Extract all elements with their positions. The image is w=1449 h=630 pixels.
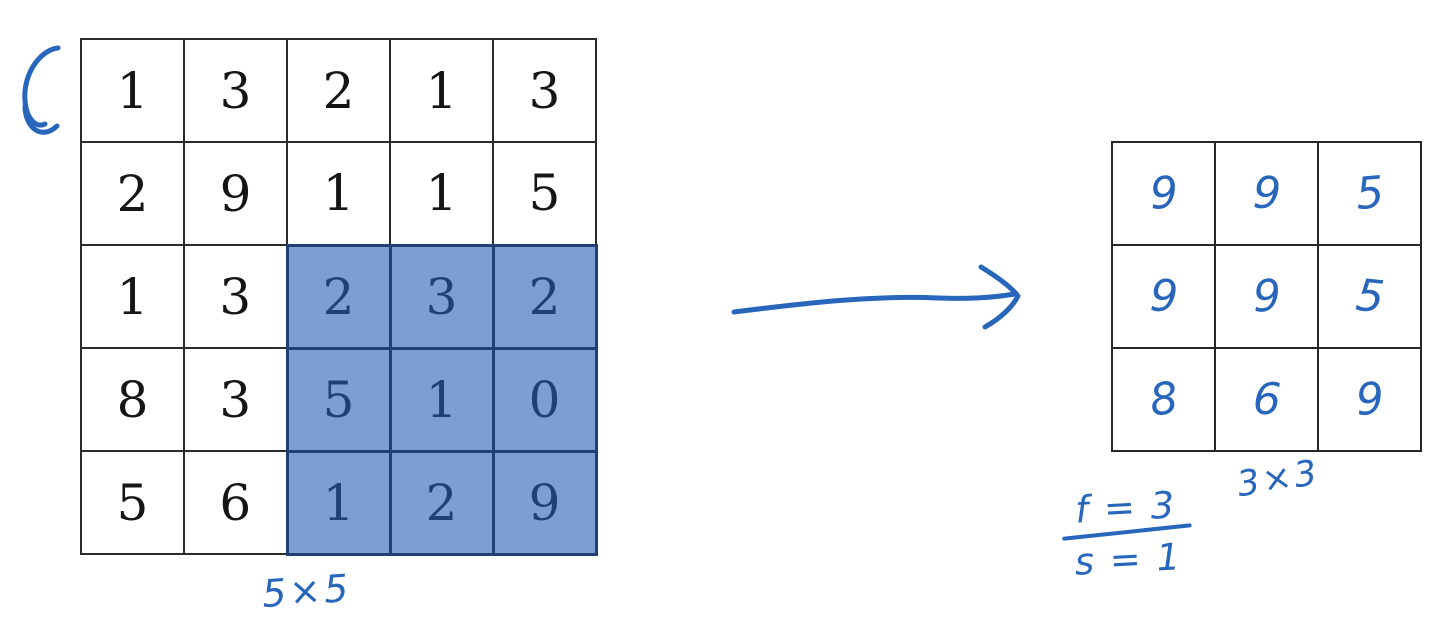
cell-value: 1 [322, 164, 355, 223]
cell-value: 9 [1353, 372, 1386, 426]
grid-cell: 9 [1214, 244, 1319, 349]
grid-row: 8 6 9 [1111, 347, 1422, 452]
grid-cell: 5 [1317, 141, 1422, 246]
grid-row: 5 6 1 2 9 [80, 449, 598, 556]
cell-value: 9 [528, 473, 561, 532]
cell-value: 3 [219, 370, 252, 429]
grid-row: 9 9 5 [1111, 141, 1422, 246]
cell-value: 1 [425, 370, 458, 429]
cell-value: 5 [1353, 166, 1386, 220]
input-size-label: 5×5 [260, 565, 353, 617]
grid-cell: 9 [1111, 244, 1216, 349]
grid-cell: 9 [491, 449, 598, 556]
cell-value: 3 [528, 61, 561, 120]
stride-annotation: s = 1 [1073, 535, 1184, 584]
cell-value: 2 [425, 473, 458, 532]
grid-cell: 3 [388, 243, 495, 350]
cell-value: 5 [116, 473, 149, 532]
cell-value: 2 [322, 267, 355, 326]
grid-cell: 8 [1111, 347, 1216, 452]
grid-cell: 5 [1317, 244, 1422, 349]
grid-row: 1 3 2 3 2 [80, 243, 598, 350]
cell-value: 9 [219, 164, 252, 223]
cell-value: 9 [1251, 167, 1282, 219]
cell-value: 9 [1148, 166, 1179, 220]
cell-value: 1 [116, 61, 149, 120]
cell-value: 8 [1146, 371, 1181, 427]
grid-cell: 5 [492, 141, 597, 246]
grid-cell: 2 [285, 243, 392, 350]
cell-value: 3 [219, 61, 252, 120]
grid-cell: 1 [389, 141, 494, 246]
cell-value: 2 [116, 164, 149, 223]
grid-cell: 1 [80, 244, 185, 349]
grid-cell: 2 [80, 141, 185, 246]
cell-value: 6 [219, 473, 252, 532]
grid-cell: 2 [491, 243, 598, 350]
arrow-right-icon [731, 264, 1021, 330]
grid-cell: 1 [388, 346, 495, 453]
grid-cell: 3 [183, 38, 288, 143]
grid-cell: 9 [183, 141, 288, 246]
grid-row: 9 9 5 [1111, 244, 1422, 349]
cell-value: 9 [1148, 269, 1179, 323]
grid-row: 2 9 1 1 5 [80, 141, 597, 246]
input-grid: 1 3 2 1 3 2 9 1 1 5 1 3 2 3 2 8 3 5 1 0 5 6 1 2 9 [80, 38, 598, 556]
grid-cell: 6 [183, 450, 288, 555]
grid-cell: 1 [80, 38, 185, 143]
grid-cell: 1 [389, 38, 494, 143]
hyperparameter-annotations: f = 3 s = 1 [1054, 482, 1201, 584]
cell-value: 5 [1352, 269, 1387, 323]
output-grid: 9 9 5 9 9 5 8 6 9 [1111, 141, 1422, 452]
cell-value: 2 [528, 267, 561, 326]
pen-squiggle-icon [22, 45, 61, 135]
grid-cell: 9 [1111, 141, 1216, 246]
cell-value: 1 [322, 473, 355, 532]
grid-cell: 5 [285, 346, 392, 453]
cell-value: 2 [322, 61, 355, 120]
cell-value: 1 [425, 164, 458, 223]
output-size-label: 3×3 [1234, 452, 1323, 506]
grid-cell: 6 [1214, 347, 1319, 452]
cell-value: 1 [425, 61, 458, 120]
cell-value: 8 [116, 370, 149, 429]
grid-cell: 9 [1214, 141, 1319, 246]
grid-cell: 2 [286, 38, 391, 143]
grid-cell: 9 [1317, 347, 1422, 452]
grid-cell: 1 [285, 449, 392, 556]
cell-value: 1 [116, 267, 149, 326]
cell-value: 3 [425, 267, 458, 326]
cell-value: 5 [322, 370, 355, 429]
cell-value: 0 [528, 370, 561, 429]
grid-cell: 1 [286, 141, 391, 246]
grid-cell: 8 [80, 347, 185, 452]
cell-value: 6 [1251, 372, 1282, 426]
cell-value: 3 [219, 267, 252, 326]
grid-row: 1 3 2 1 3 [80, 38, 597, 143]
grid-row: 8 3 5 1 0 [80, 346, 598, 453]
cell-value: 5 [528, 164, 561, 223]
grid-cell: 2 [388, 449, 495, 556]
grid-cell: 5 [80, 450, 185, 555]
grid-cell: 3 [183, 244, 288, 349]
grid-cell: 0 [491, 346, 598, 453]
grid-cell: 3 [183, 347, 288, 452]
grid-cell: 3 [492, 38, 597, 143]
cell-value: 9 [1251, 270, 1282, 322]
